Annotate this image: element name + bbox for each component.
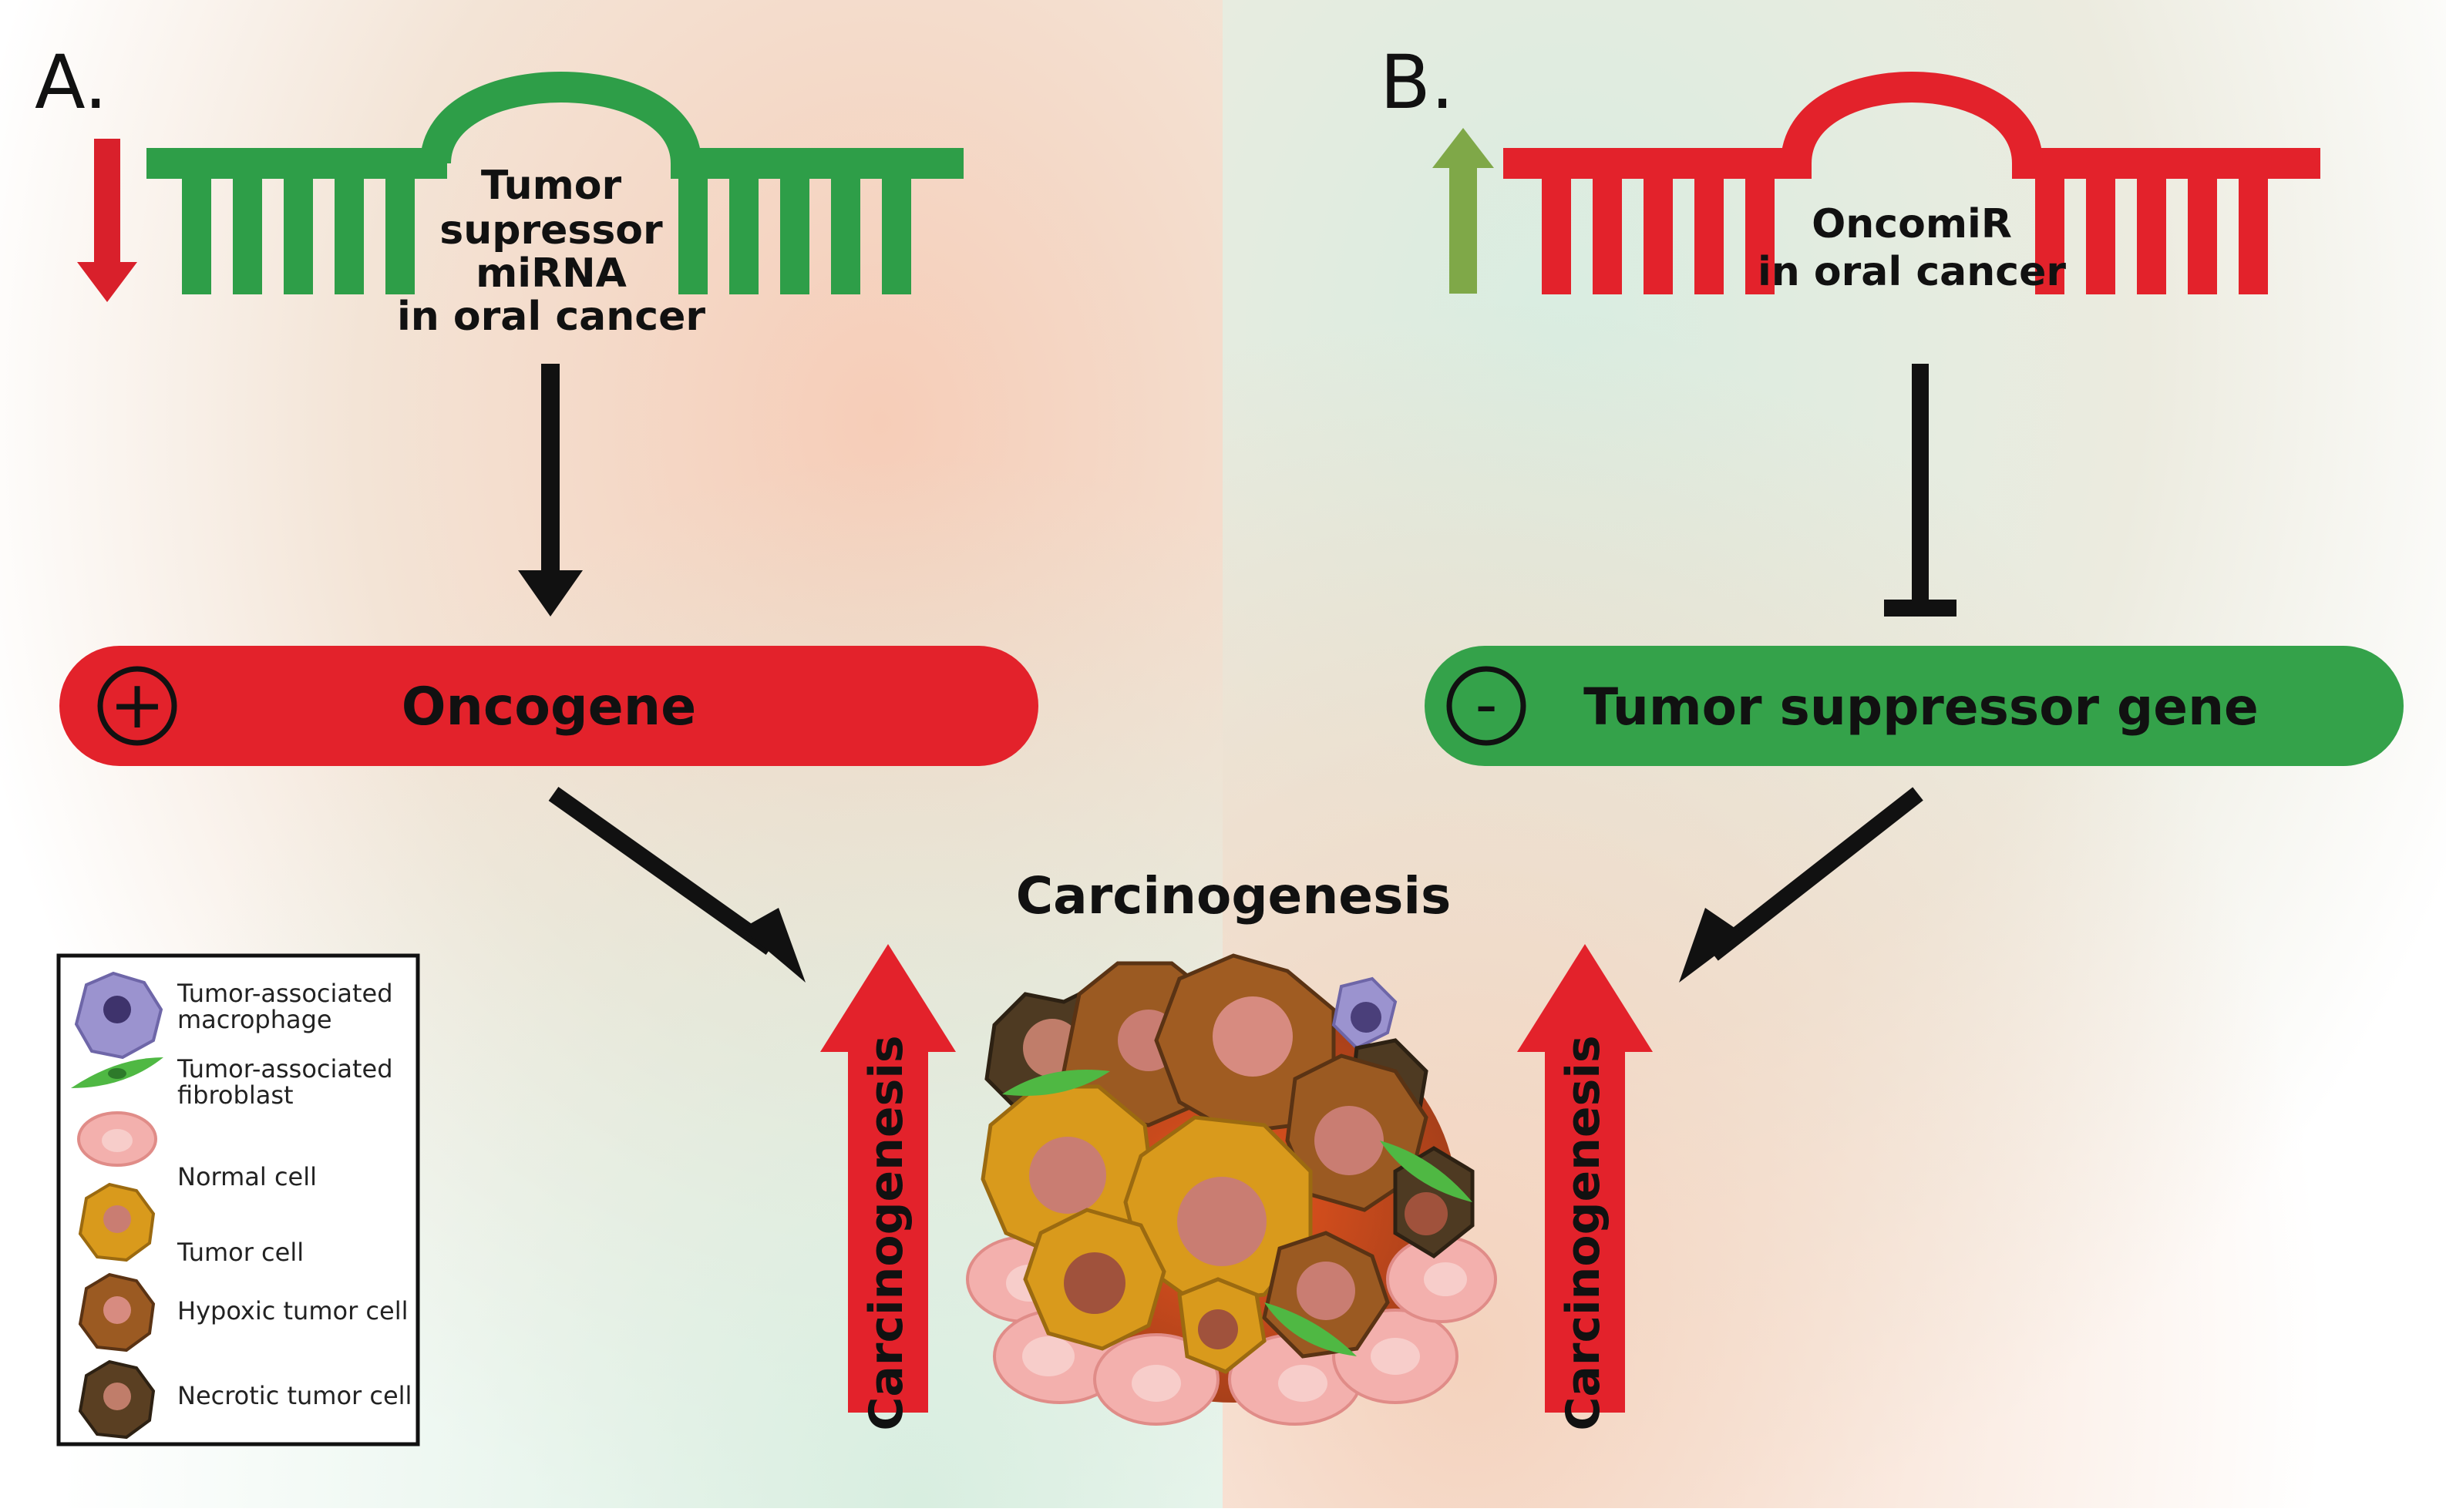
legend-item-fibroblast-line-2: fibroblast (177, 1080, 294, 1110)
fibroblast (1002, 1070, 1110, 1096)
legend-item-necrotic-tumor-cell: Necrotic tumor cell (177, 1381, 412, 1410)
macrophage (1331, 976, 1398, 1050)
tumor-suppressor-gene-box: - Tumor suppressor gene (1425, 646, 2404, 766)
mirna-a-line-4: in oral cancer (397, 294, 705, 340)
mirna-a-line-3: miRNA (476, 250, 627, 297)
diagonal-arrow-a (548, 787, 806, 983)
hypoxic-tumor-cell (1285, 1053, 1428, 1212)
legend-item-fibroblast-line-1: Tumor-associated (177, 1054, 393, 1084)
tumor-suppressor-gene-label: Tumor suppressor gene (1583, 677, 2259, 737)
macrophage-icon (74, 971, 163, 1060)
tumor-mass (966, 953, 1497, 1426)
carcinogenesis-arrow-a: Carcinogenesis (820, 944, 956, 1431)
normal-cell (1386, 1235, 1497, 1323)
carcinogenesis-title: Carcinogenesis (1016, 866, 1452, 926)
legend: Tumor-associated macrophage Tumor-associ… (56, 953, 420, 1446)
tumor-cell (981, 1084, 1155, 1258)
hypoxic-tumor-cell-icon (78, 1272, 156, 1352)
tumor-cell (1123, 1115, 1313, 1305)
activation-arrow-a (518, 364, 583, 617)
carcinogenesis-arrow-b: Carcinogenesis (1517, 944, 1653, 1431)
minus-sign: - (1475, 669, 1498, 741)
necrotic-tumor-cell-icon (78, 1359, 156, 1440)
fibroblast-icon (71, 1057, 163, 1088)
hypoxic-tumor-cell (1154, 953, 1336, 1135)
legend-item-macrophage-line-2: macrophage (177, 1005, 332, 1034)
fibroblast (1380, 1141, 1472, 1202)
carcinogenesis-arrow-b-label: Carcinogenesis (1556, 1035, 1610, 1430)
trend-down-arrow-icon (77, 139, 137, 302)
mirna-a-line-1: Tumor (481, 163, 622, 209)
legend-item-macrophage-line-1: Tumor-associated (177, 979, 393, 1008)
legend-item-hypoxic-tumor-cell: Hypoxic tumor cell (177, 1296, 408, 1326)
oncogene-box: + Oncogene (59, 646, 1038, 766)
legend-item-tumor-cell: Tumor cell (177, 1238, 304, 1267)
panel-a-label: A. (35, 39, 108, 126)
diagonal-arrow-b (1679, 787, 1923, 983)
oncomir-line-1: OncomiR (1812, 201, 2012, 247)
tumor-cell (1023, 1208, 1166, 1351)
inhibition-bar-b (1884, 364, 1956, 617)
legend-item-normal-cell: Normal cell (177, 1162, 317, 1191)
plus-sign: + (109, 667, 165, 744)
oncomir-line-2: in oral cancer (1758, 249, 2066, 295)
tumor-cell-icon (78, 1182, 156, 1262)
oncogene-label: Oncogene (402, 677, 697, 738)
carcinogenesis-arrow-a-label: Carcinogenesis (860, 1035, 913, 1430)
trend-up-arrow-icon (1432, 128, 1494, 294)
panel-b-label: B. (1380, 39, 1454, 126)
fibroblast (1264, 1302, 1357, 1356)
mirna-a-line-2: supressor (439, 207, 663, 254)
oncomir-hairpin (1503, 72, 2320, 294)
normal-cell-icon (77, 1111, 157, 1167)
tumor-cell (1177, 1277, 1267, 1374)
tumor-suppressor-mirna-hairpin (146, 72, 964, 294)
